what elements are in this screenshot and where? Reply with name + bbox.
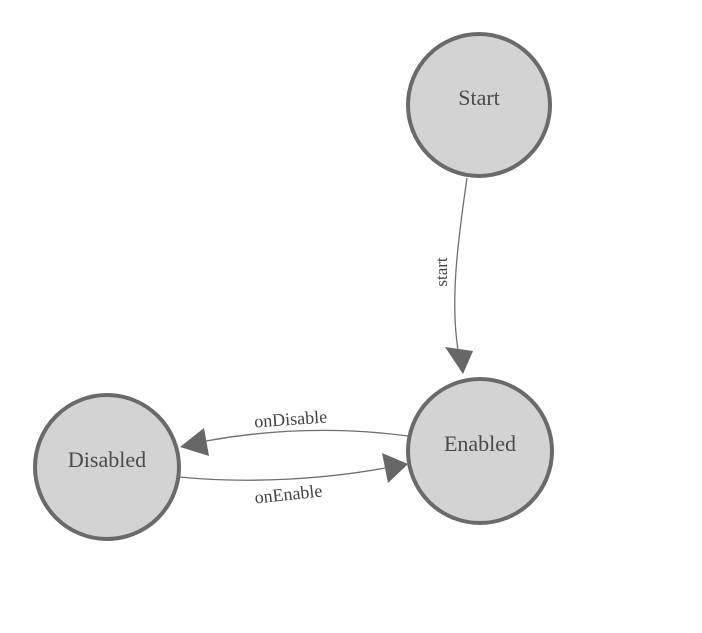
edge-label-start: start (432, 257, 451, 287)
edge-ondisable-line (205, 429, 409, 442)
edge-disabled-to-enabled: onEnable (179, 453, 408, 508)
state-node-disabled[interactable]: Disabled (33, 393, 181, 541)
arrowhead-left-icon (180, 428, 209, 456)
edge-label-onenable: onEnable (254, 481, 324, 508)
state-node-start[interactable]: Start (406, 32, 552, 178)
arrowhead-right-icon (382, 453, 408, 483)
edge-start-to-enabled: start (432, 177, 473, 374)
state-node-start-label: Start (458, 85, 500, 110)
arrowhead-down-icon (445, 347, 473, 374)
edge-start-line (454, 177, 468, 351)
state-node-start-circle[interactable] (406, 32, 552, 178)
state-node-enabled-circle[interactable] (406, 377, 554, 525)
edge-label-ondisable: onDisable (253, 406, 327, 431)
state-node-enabled-label: Enabled (444, 431, 516, 456)
edge-enabled-to-disabled: onDisable (180, 406, 409, 456)
state-node-enabled[interactable]: Enabled (406, 377, 554, 525)
state-node-disabled-circle[interactable] (33, 393, 181, 541)
state-node-disabled-label: Disabled (68, 447, 146, 472)
edge-onenable-line (179, 467, 386, 481)
